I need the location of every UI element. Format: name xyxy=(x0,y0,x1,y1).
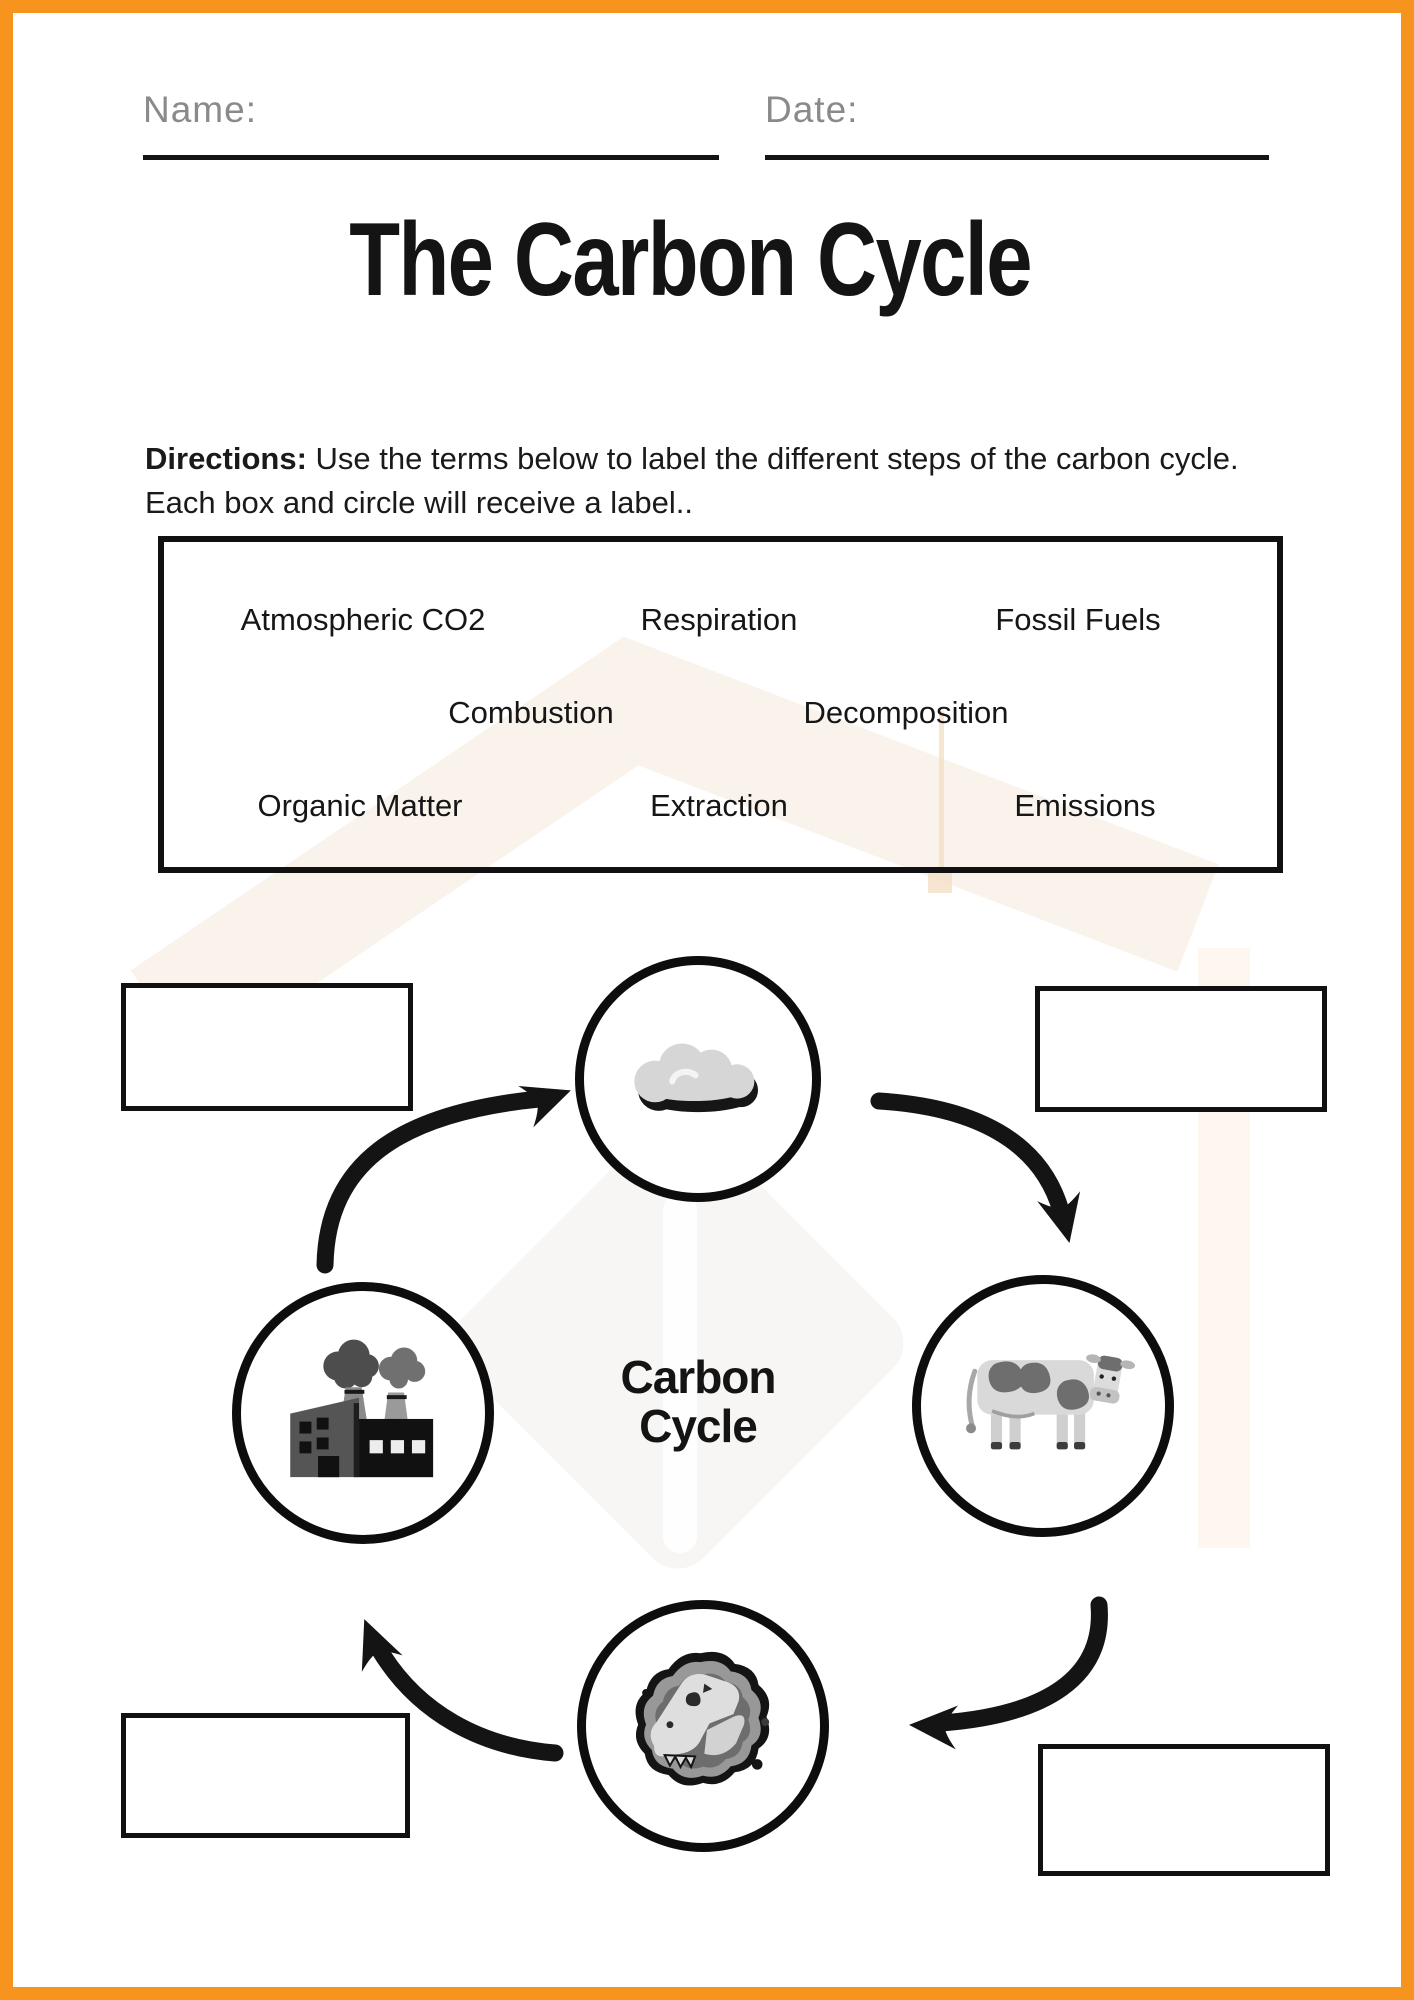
word-bank-term: Emissions xyxy=(1014,788,1156,823)
cycle-center-label: Carbon Cycle xyxy=(573,1353,823,1451)
cycle-center-label-line1: Carbon xyxy=(620,1351,777,1403)
page-title-wrap: The Carbon Cycle xyxy=(13,201,1401,320)
name-input-line[interactable] xyxy=(143,155,719,160)
word-bank-term: Atmospheric CO2 xyxy=(240,602,486,637)
name-label: Name: xyxy=(143,89,257,130)
answer-box-top-left[interactable] xyxy=(121,983,413,1111)
answer-box-bottom-right[interactable] xyxy=(1038,1744,1330,1876)
background-watermark xyxy=(130,636,1250,1569)
date-input-line[interactable] xyxy=(765,155,1269,160)
cycle-node-cow[interactable] xyxy=(912,1275,1174,1537)
cycle-node-fossil[interactable] xyxy=(577,1600,829,1852)
word-bank-term: Combustion xyxy=(448,695,614,730)
cloud-icon xyxy=(634,1043,759,1113)
page-title: The Carbon Cycle xyxy=(349,202,1032,318)
word-bank-term: Extraction xyxy=(650,788,788,823)
directions-text: Directions: Use the terms below to label… xyxy=(145,437,1290,525)
cycle-node-atmosphere[interactable] xyxy=(575,956,821,1202)
factory-icon xyxy=(290,1339,434,1478)
word-bank-box: Atmospheric CO2 Respiration Fossil Fuels… xyxy=(158,536,1283,873)
directions-body: Use the terms below to label the differe… xyxy=(145,441,1239,521)
fossil-icon xyxy=(635,1651,770,1786)
answer-box-bottom-left[interactable] xyxy=(121,1713,410,1838)
answer-box-top-right[interactable] xyxy=(1035,986,1327,1112)
date-label: Date: xyxy=(765,89,859,130)
cow-icon xyxy=(966,1354,1136,1450)
cycle-node-factory[interactable] xyxy=(232,1282,494,1544)
directions-label: Directions: xyxy=(145,441,307,476)
word-bank-term: Fossil Fuels xyxy=(995,602,1161,637)
word-bank-term: Organic Matter xyxy=(257,788,463,823)
word-bank-term: Respiration xyxy=(640,602,798,637)
word-bank-term: Decomposition xyxy=(803,695,1009,730)
cycle-center-label-line2: Cycle xyxy=(639,1399,758,1452)
